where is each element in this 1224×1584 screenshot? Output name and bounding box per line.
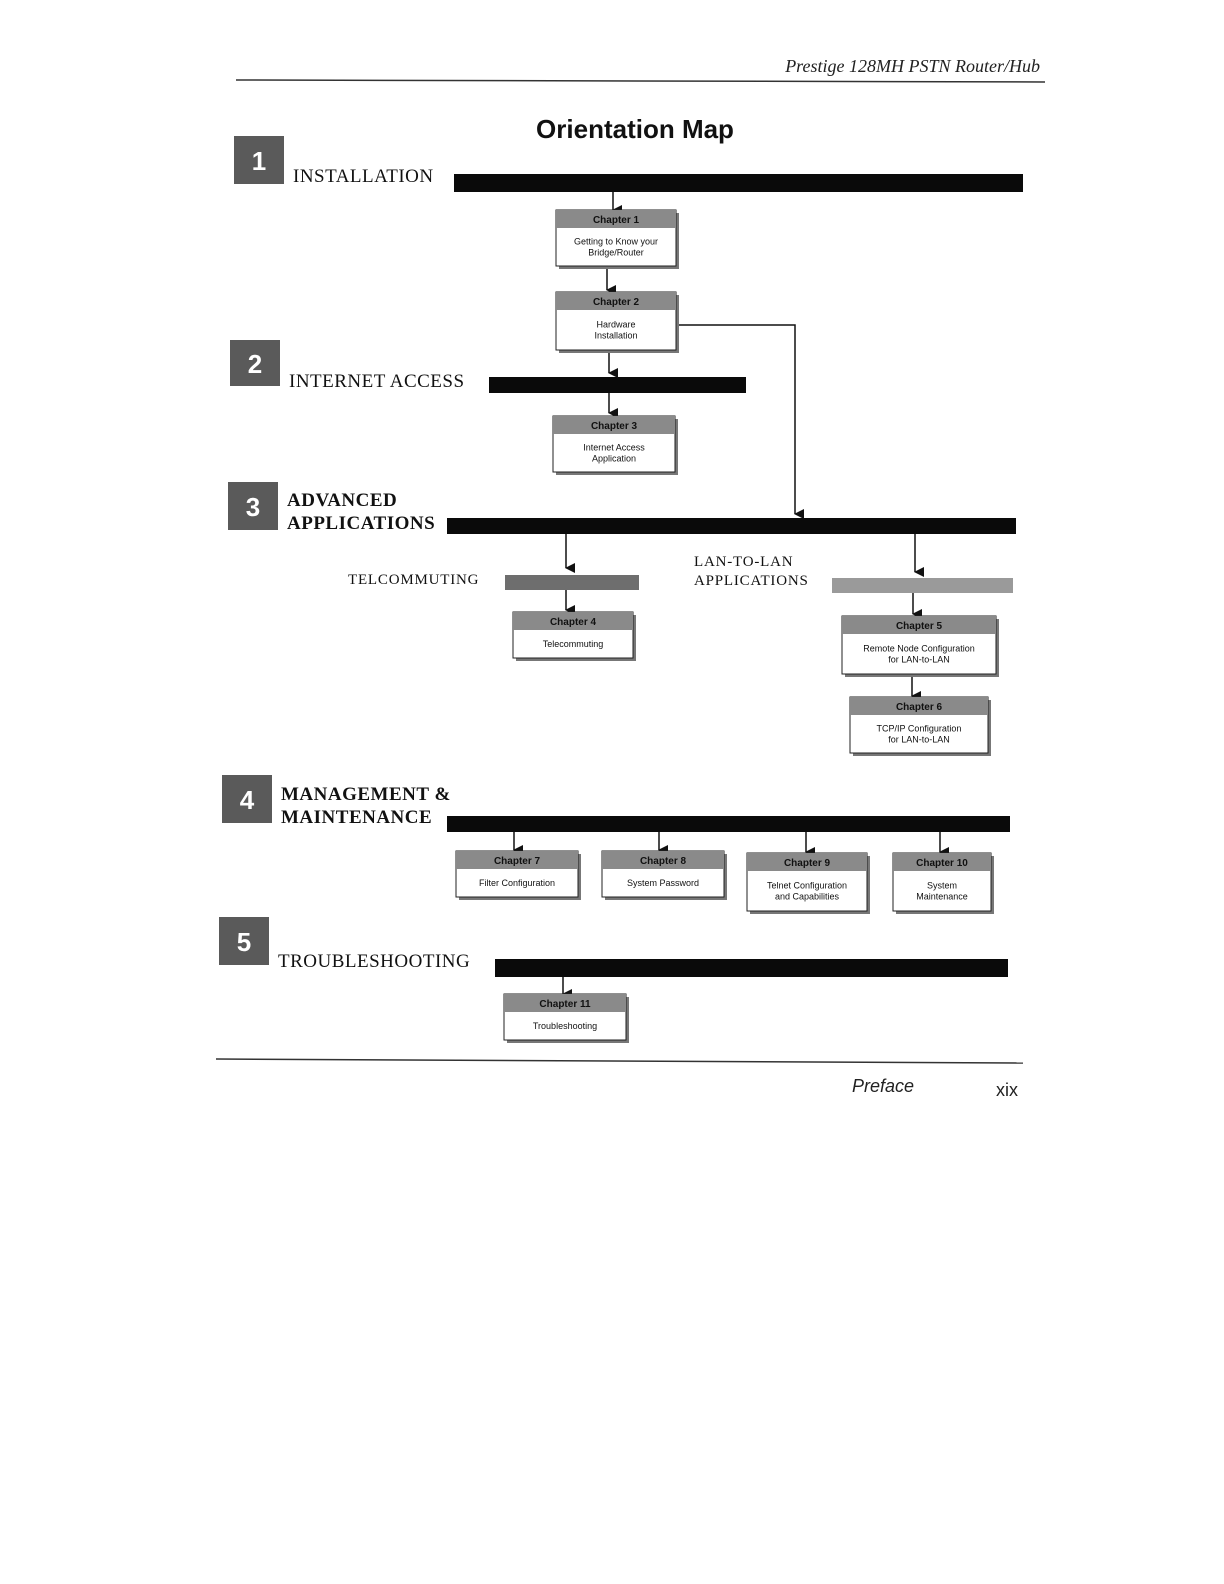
chapter-title-line: Filter Configuration [479,878,555,888]
chapter-box: Chapter 11 Troubleshooting [503,993,629,1043]
section-bar [495,959,1008,977]
section-number: 2 [248,349,262,379]
chapter-box-header [556,292,676,310]
chapter-number: Chapter 8 [640,856,687,867]
section-number-box [230,340,280,386]
chapter-title-line: Internet Access [583,443,645,453]
chapter-number: Chapter 2 [593,297,640,308]
chapter-box-header [556,210,676,228]
section-number: 1 [252,146,266,176]
section-label-line2: APPLICATIONS [287,513,435,534]
section-bar [447,816,1010,832]
section-label-line2: MAINTENANCE [281,807,432,828]
chapter-number: Chapter 3 [591,421,638,432]
chapter-title-line: Troubleshooting [533,1021,597,1031]
section-advanced-applications: 3 ADVANCED APPLICATIONS [228,482,1016,534]
lan-to-lan-bar [832,578,1013,593]
chapter-title-line: Remote Node Configuration [863,644,975,654]
chapter-box-header [602,851,724,869]
chapter-title-line: Telecommuting [543,639,604,649]
chapter-box-header [456,851,578,869]
chapter-number: Chapter 6 [896,702,943,713]
chapter-boxes: Chapter 1 Getting to Know yourBridge/Rout… [455,209,999,1043]
section-number: 5 [237,927,251,957]
chapter-box-header [504,994,626,1012]
running-title: Prestige 128MH PSTN Router/Hub [784,56,1040,76]
connector-ch2-advanced [675,324,804,519]
chapter-number: Chapter 5 [896,621,943,632]
chapter-box: Chapter 4 Telecommuting [512,611,636,661]
section-bar [489,377,746,393]
section-troubleshooting: 5 TROUBLESHOOTING [219,917,1008,977]
section-label: TROUBLESHOOTING [278,951,470,972]
chapter-title-line: Getting to Know your [574,237,658,247]
footer-page-number: xix [996,1080,1018,1100]
chapter-number: Chapter 9 [784,858,831,869]
section-number: 4 [240,785,255,815]
chapter-box: Chapter 7 Filter Configuration [455,850,581,900]
section-internet-access: 2 INTERNET ACCESS [230,340,746,393]
section-number: 3 [246,492,260,522]
chapter-title-line: for LAN-to-LAN [888,655,950,665]
section-label: INSTALLATION [293,166,434,187]
chapter-box-header [850,697,988,715]
subsection-telecommuting: TELCOMMUTING [348,572,479,588]
section-label-line1: MANAGEMENT & [281,784,451,805]
footer-rule [215,1058,1024,1064]
section-installation: 1 INSTALLATION [234,136,1023,192]
section-management-maintenance: 4 MANAGEMENT & MAINTENANCE [222,775,1010,832]
chapter-box-header [553,416,675,434]
chapter-title-line: Maintenance [916,892,968,902]
section-number-box [219,917,269,965]
chapter-number: Chapter 10 [916,858,968,869]
chapter-title-line: TCP/IP Configuration [877,724,962,734]
footer-label: Preface [852,1076,914,1096]
telecommuting-bar [505,575,639,590]
chapter-box: Chapter 8 System Password [601,850,727,900]
section-label-line1: ADVANCED [287,490,397,511]
chapter-title-line: and Capabilities [775,892,840,902]
section-bar [454,174,1023,192]
page-title: Orientation Map [536,114,734,144]
chapter-box-header [893,853,991,871]
chapter-title-line: System [927,881,957,891]
section-number-box [234,136,284,184]
chapter-title-line: System Password [627,878,699,888]
chapter-title-line: Telnet Configuration [767,881,847,891]
chapter-title-line: Bridge/Router [588,248,644,258]
header-rule [235,79,1046,83]
chapter-number: Chapter 7 [494,856,541,867]
section-number-box [228,482,278,530]
chapter-number: Chapter 1 [593,215,640,226]
section-label: INTERNET ACCESS [289,371,465,392]
chapter-box-header [747,853,867,871]
subsection-lan-line1: LAN-TO-LAN [694,554,793,570]
chapter-title-line: Hardware [596,320,635,330]
chapter-number: Chapter 11 [539,999,591,1010]
connectors [513,192,949,999]
chapter-box-header [513,612,633,630]
chapter-box: Chapter 1 Getting to Know yourBridge/Rout… [555,209,679,269]
chapter-title-line: Application [592,454,636,464]
subsection-lan-line2: APPLICATIONS [694,573,809,589]
chapter-title-line: for LAN-to-LAN [888,735,950,745]
chapter-title-line: Installation [594,331,637,341]
chapter-number: Chapter 4 [550,617,597,628]
chapter-box-header [842,616,996,634]
section-number-box [222,775,272,823]
section-bar [447,518,1016,534]
